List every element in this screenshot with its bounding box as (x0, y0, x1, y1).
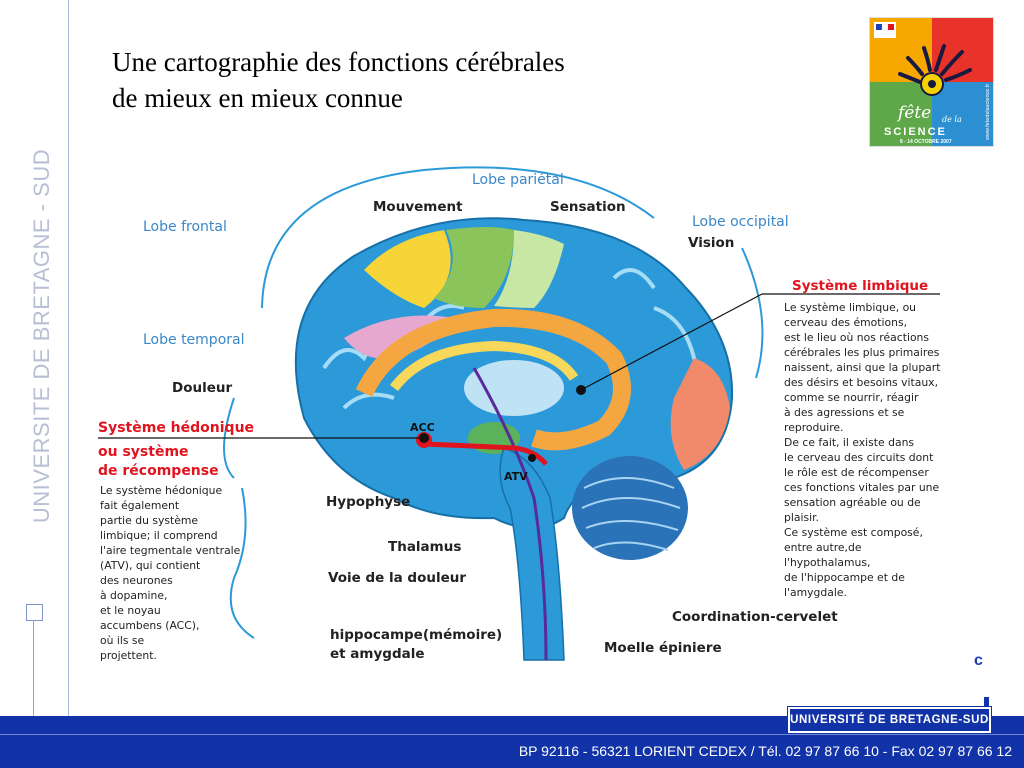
label-mouvement: Mouvement (373, 199, 463, 215)
hedonic-title-2: ou système (98, 444, 189, 460)
logo-fete-text: fête (896, 103, 931, 123)
title-line-2: de mieux en mieux connue (112, 80, 712, 116)
limbic-desc-line: cerveau des émotions, (784, 316, 907, 329)
thalamus-region (464, 360, 564, 416)
label-thalamus: Thalamus (388, 539, 461, 555)
label-lobe-occipital: Lobe occipital (692, 214, 789, 230)
label-atv: ATV (504, 470, 528, 483)
hedonic-desc-line: accumbens (ACC), (100, 619, 199, 632)
label-lobe-temporal: Lobe temporal (143, 332, 245, 348)
limbic-desc-line: Ce système est composé, (784, 526, 923, 539)
outer-arc-right (742, 248, 762, 378)
atv-dot (528, 454, 536, 462)
limbic-desc-line: comme se nourrir, réagir (784, 391, 919, 404)
limbic-desc-line: sensation agréable ou de (784, 496, 921, 509)
limbic-desc-line: Le système limbique, ou (784, 301, 916, 314)
outer-arc-lower-left (231, 488, 254, 638)
title-line-1: Une cartographie des fonctions cérébrale… (112, 44, 712, 80)
label-vision: Vision (688, 235, 734, 251)
brain-diagram: Lobe pariétal Lobe frontal Lobe occipita… (94, 158, 974, 664)
limbic-desc-line: l'amygdale. (784, 586, 847, 599)
hedonic-desc-line: des neurones (100, 574, 173, 587)
fete-science-logo: fête de la SCIENCE 8 - 14 OCTOBRE 2007 w… (869, 17, 994, 147)
label-moelle: Moelle épiniere (604, 640, 722, 656)
label-acc: ACC (410, 421, 435, 434)
limbic-desc-line: de l'hippocampe et de (784, 571, 905, 584)
university-badge: UNIVERSITÉ DE BRETAGNE-SUD (787, 706, 992, 734)
hedonic-title-3: de récompense (98, 463, 219, 479)
hedonic-desc-line: (ATV), qui contient (100, 559, 200, 572)
hedonic-desc-line: projettent. (100, 649, 157, 662)
limbic-desc-line: De ce fait, il existe dans (784, 436, 914, 449)
hedonic-desc-line: fait également (100, 499, 179, 512)
hedonic-desc-line: partie du système (100, 514, 198, 527)
logo-science-text: SCIENCE (884, 126, 947, 138)
limbic-desc-line: ces fonctions vitales par une (784, 481, 940, 494)
hedonic-desc-line: l'aire tegmentale ventrale (100, 544, 241, 557)
limbic-title: Système limbique (792, 278, 928, 294)
limbic-desc-line: le rôle est de récompenser (784, 466, 929, 479)
limbic-desc-line: l'hypothalamus, (784, 556, 870, 569)
hedonic-desc-line: et le noyau (100, 604, 161, 617)
cerebellum (572, 456, 688, 560)
hedonic-desc-line: où ils se (100, 634, 145, 647)
label-sensation: Sensation (550, 199, 626, 215)
university-vertical-label: UNIVERSITE DE BRETAGNE - SUD (29, 149, 55, 523)
label-douleur: Douleur (172, 380, 232, 396)
label-hippocampe-1: hippocampe(mémoire) (330, 627, 502, 643)
hedonic-desc-line: limbique; il comprend (100, 529, 218, 542)
limbic-description: Le système limbique, ou cerveau des émot… (784, 301, 940, 599)
hedonic-desc-line: Le système hédonique (100, 484, 222, 497)
footer-divider (0, 734, 1024, 735)
limbic-desc-line: cérébrales les plus primaires (784, 346, 940, 359)
logo-de-la-text: de la (942, 115, 962, 124)
label-voie-douleur: Voie de la douleur (328, 570, 466, 586)
limbic-desc-line: entre autre,de (784, 541, 862, 554)
footer-address: BP 92116 - 56321 LORIENT CEDEX / Tél. 02… (519, 743, 1012, 759)
label-coordination: Coordination-cervelet (672, 609, 838, 625)
limbic-desc-line: des désirs et besoins vitaux, (784, 376, 938, 389)
limbic-desc-line: le cerveau des circuits dont (784, 451, 933, 464)
sidebar-square-ornament (26, 604, 43, 621)
limbic-desc-line: plaisir. (784, 511, 819, 524)
limbic-desc-line: à des agressions et se (784, 406, 905, 419)
corner-mark: c (974, 652, 983, 670)
hedonic-desc-line: à dopamine, (100, 589, 167, 602)
hedonic-description: Le système hédonique fait également part… (100, 484, 241, 662)
logo-url-text: www.fetedelascience.fr (985, 84, 991, 141)
limbic-desc-line: naissent, ainsi que la plupart (784, 361, 940, 374)
label-lobe-parietal: Lobe pariétal (472, 172, 564, 188)
label-lobe-frontal: Lobe frontal (143, 219, 227, 235)
slide-title: Une cartographie des fonctions cérébrale… (112, 44, 712, 116)
limbic-desc-line: est le lieu où nos réactions (784, 331, 929, 344)
label-hippocampe-2: et amygdale (330, 646, 425, 662)
logo-dates-text: 8 - 14 OCTOBRE 2007 (900, 139, 952, 145)
label-hypophyse: Hypophyse (326, 494, 410, 510)
limbic-desc-line: reproduire. (784, 421, 843, 434)
hedonic-title-1: Système hédonique (98, 420, 254, 436)
university-badge-label: UNIVERSITÉ DE BRETAGNE-SUD (790, 709, 989, 731)
